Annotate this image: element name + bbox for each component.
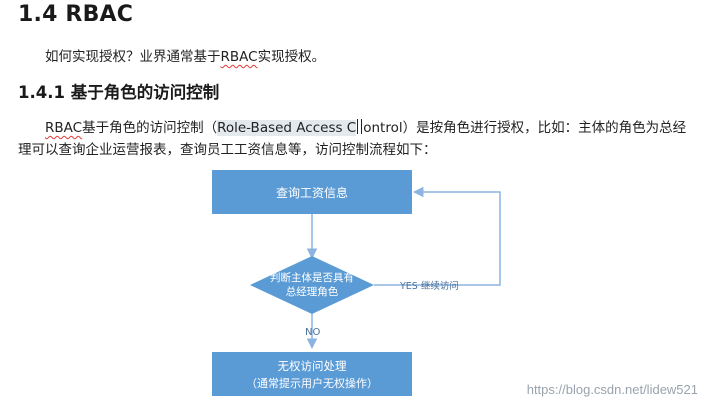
box-query-salary-label: 查询工资信息 — [276, 185, 348, 200]
para-term: RBAC — [45, 120, 83, 136]
box-no-access — [212, 352, 412, 396]
section-title: 1.4 RBAC — [18, 2, 134, 27]
box-query-salary — [212, 170, 412, 214]
decision-label-line2: 总经理角色 — [286, 285, 339, 298]
no-label: NO — [305, 327, 320, 338]
decision-label-line1: 判断主体是否具有 — [270, 271, 354, 284]
para-text-b: ontrol）是按角色进行授权，比如：主体的角色为总经理可以查询企业运营报表，查… — [18, 120, 687, 158]
box-no-access-line1: 无权访问处理 — [278, 359, 347, 373]
intro-prefix: 如何实现授权？业界通常基于 — [45, 49, 221, 65]
arrow-yes-loop — [374, 186, 501, 286]
box-no-access-line2: （通常提示用户无权操作） — [246, 376, 378, 390]
text-cursor-icon — [357, 119, 363, 134]
intro-suffix: 实现授权。 — [257, 49, 326, 65]
watermark: https://blog.csdn.net/lidew521 — [526, 382, 698, 397]
subsection-title: 1.4.1 基于角色的访问控制 — [18, 83, 220, 102]
access-control-flowchart: 查询工资信息 判断主体是否具有 总经理角色 YES 继续访问 NO 无权访问处理… — [212, 170, 501, 396]
para-highlight: Role-Based Access C — [217, 120, 357, 136]
intro-paragraph: 如何实现授权？业界通常基于RBAC实现授权。 — [45, 45, 325, 65]
decision-diamond — [250, 256, 374, 314]
intro-term: RBAC — [220, 49, 258, 65]
para-text-a: 基于角色的访问控制（ — [82, 120, 218, 136]
yes-label: YES 继续访问 — [399, 280, 459, 292]
